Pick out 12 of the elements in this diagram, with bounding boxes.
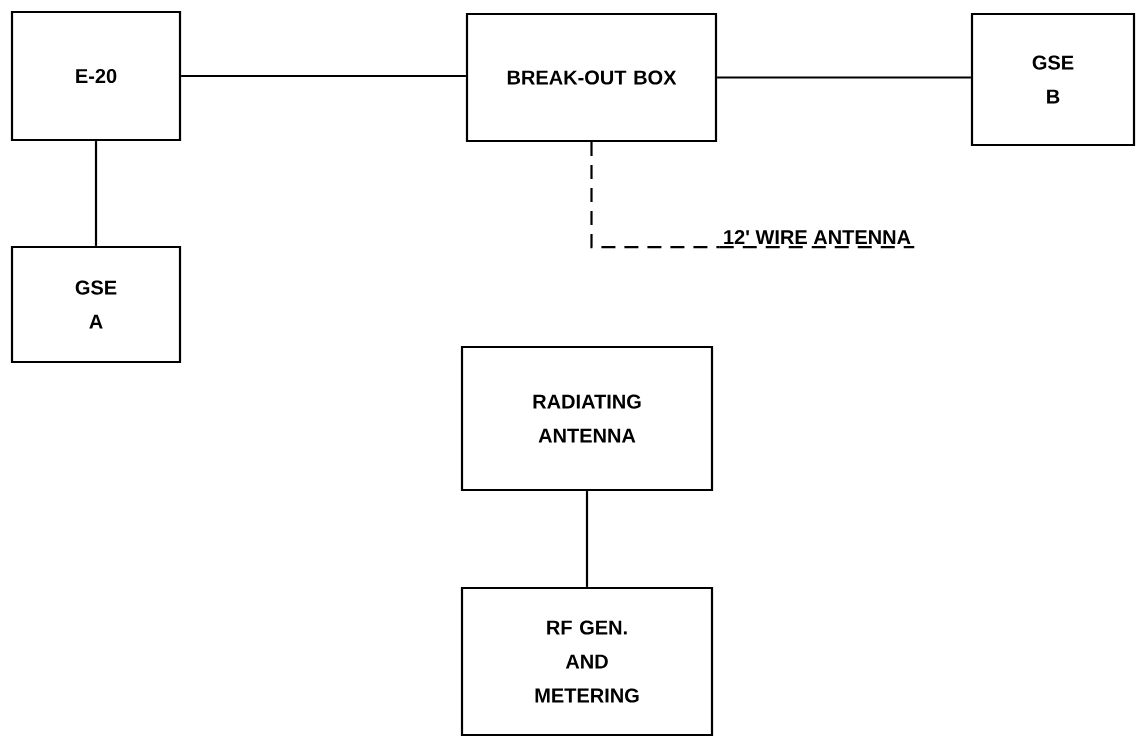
connector-line: [717, 76, 971, 79]
component-box: GSE B: [970, 12, 1136, 147]
component-box: E-20: [10, 10, 182, 142]
connector-line: [585, 491, 589, 587]
component-box: RADIATING ANTENNA: [460, 345, 714, 492]
connector-line: [181, 74, 466, 78]
component-box: BREAK-OUT BOX: [465, 12, 718, 143]
component-box: GSE A: [10, 245, 182, 364]
connector-line: [590, 142, 720, 249]
antenna-label: 12' WIRE ANTENNA: [724, 230, 911, 244]
connector-line: [94, 141, 98, 246]
component-box: RF GEN. AND METERING: [460, 586, 714, 737]
